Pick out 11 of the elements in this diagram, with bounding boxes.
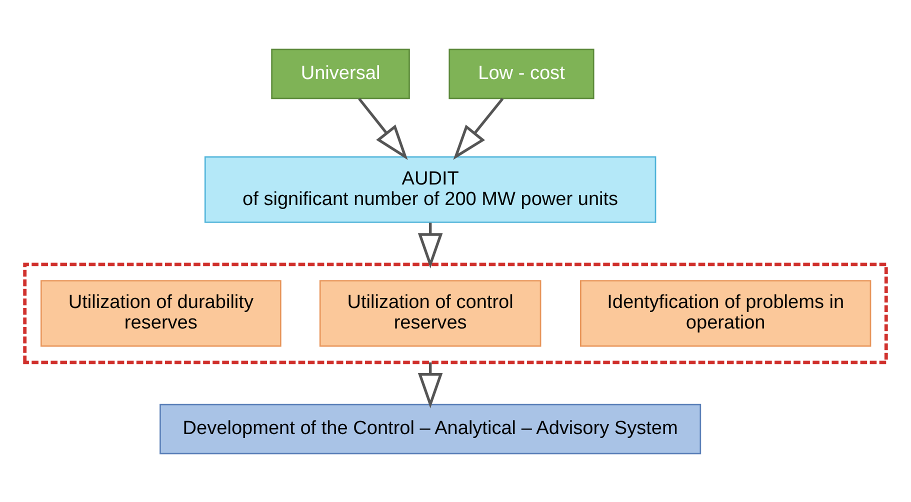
node-box: Low - cost (448, 48, 594, 99)
arrow (358, 97, 408, 160)
cluster (23, 262, 888, 364)
node-box: AUDIT of significant number of 200 MW power units (204, 156, 656, 222)
node-box: Identyfication of problems in operation (580, 280, 872, 346)
node-box: Utilization of control reserves (319, 280, 542, 346)
node-box: Universal (271, 48, 410, 99)
arrow (453, 97, 504, 160)
node-box: Utilization of durability reserves (40, 280, 282, 346)
node-box: Development of the Control – Analytical – Advisory System (160, 403, 702, 454)
arrow (418, 362, 443, 408)
